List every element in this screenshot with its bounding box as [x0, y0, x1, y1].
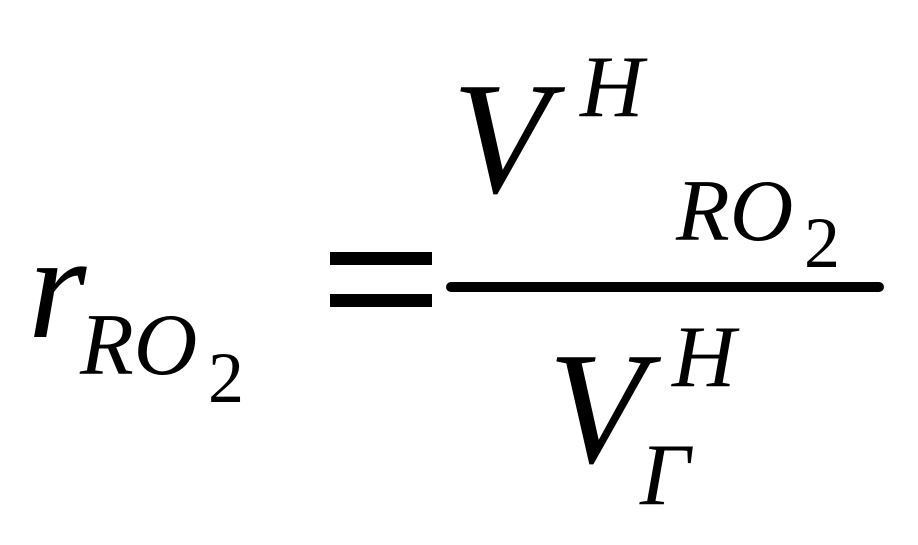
numerator-symbol-v: V [452, 49, 550, 227]
denominator-symbol-v: V [548, 319, 646, 497]
numerator-superscript-h: H [580, 39, 644, 136]
numerator-subscript-ro: RO [676, 163, 794, 260]
equals-sign-top-bar [330, 252, 432, 265]
equals-sign-bottom-bar [330, 294, 432, 307]
numerator-subscript-index: 2 [804, 203, 840, 283]
fraction-bar [446, 282, 884, 292]
denominator-subscript-gamma: Γ [640, 427, 691, 524]
denominator-superscript-h: H [672, 309, 736, 406]
lhs-subscript-ro: RO [80, 297, 198, 394]
lhs-symbol-r: r [28, 204, 87, 370]
lhs-subscript-index: 2 [208, 338, 244, 418]
